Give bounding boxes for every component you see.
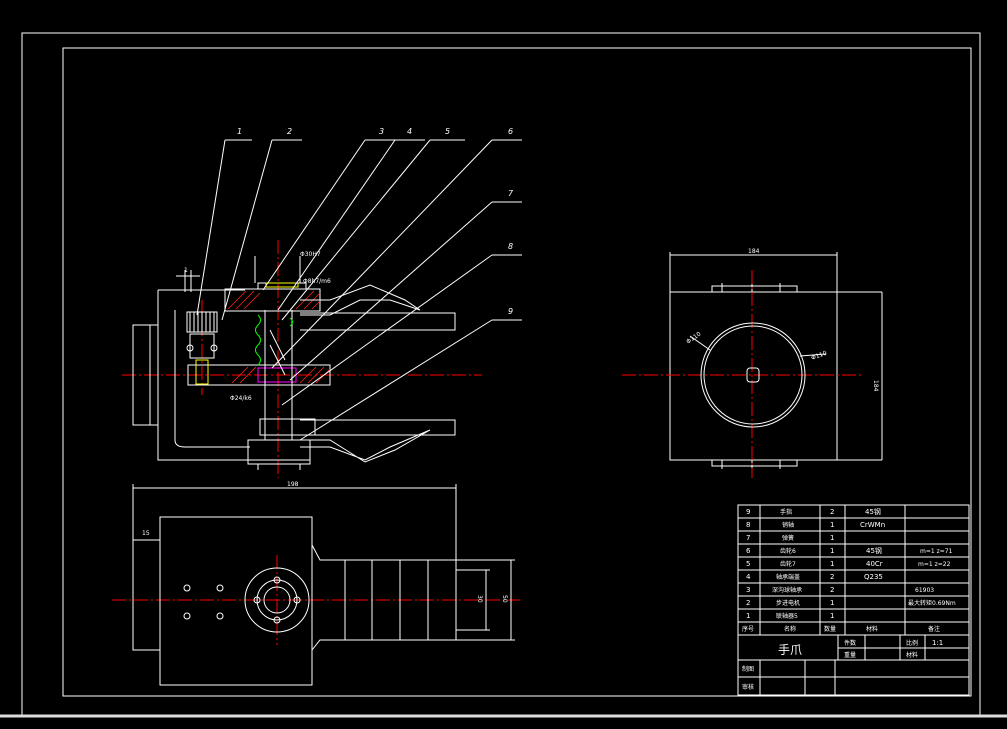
bom-row: 7 弹簧 1: [746, 534, 834, 542]
svg-text:1: 1: [830, 547, 834, 555]
svg-text:6: 6: [746, 547, 751, 555]
scale-label: 比例: [906, 639, 918, 647]
balloon-8: 8: [508, 242, 513, 251]
check-label: 审核: [742, 683, 754, 691]
svg-text:数量: 数量: [824, 625, 836, 633]
drawing-title: 手爪: [778, 643, 802, 657]
bom-row: 1 联轴器5 1: [746, 612, 834, 620]
svg-text:联轴器5: 联轴器5: [776, 612, 798, 620]
svg-text:2: 2: [746, 599, 750, 607]
front-height-label: 184: [872, 380, 879, 392]
svg-text:40Cr: 40Cr: [866, 560, 883, 568]
svg-text:1: 1: [830, 612, 834, 620]
svg-text:材料: 材料: [866, 625, 878, 633]
balloon-1: 1: [237, 127, 242, 136]
left-offset-label: 15: [142, 530, 150, 537]
material-label: 材料: [906, 651, 918, 659]
svg-text:步进电机: 步进电机: [776, 599, 800, 607]
bom-row: 3 深沟球轴承 2 61903: [746, 586, 934, 594]
outer-border: [21, 32, 981, 716]
svg-text:1: 1: [830, 560, 834, 568]
svg-text:手指: 手指: [780, 508, 792, 516]
svg-text:m=1 z=71: m=1 z=71: [920, 548, 953, 555]
bom-header-row: 序号 名称 数量 材料 备注: [742, 625, 940, 633]
svg-text:5: 5: [746, 560, 750, 568]
svg-text:CrWMn: CrWMn: [860, 521, 885, 529]
svg-text:m=1 z=22: m=1 z=22: [918, 561, 951, 568]
title-block: 手爪 件数 重量 比例 材料 1:1 制图 审核: [738, 635, 969, 695]
balloon-4: 4: [407, 127, 412, 136]
svg-text:深沟球轴承: 深沟球轴承: [772, 586, 802, 594]
weight-label: 重量: [844, 651, 856, 659]
inner-border: [62, 47, 972, 697]
svg-text:9: 9: [746, 508, 750, 516]
finger-total-label: 50: [501, 595, 508, 603]
svg-text:45钢: 45钢: [866, 546, 882, 555]
svg-text:45钢: 45钢: [865, 507, 881, 516]
front-width-label: 184: [748, 248, 760, 255]
pitch-dia-label: Φ110: [810, 350, 828, 362]
svg-text:61903: 61903: [915, 587, 934, 594]
svg-text:8: 8: [746, 521, 750, 529]
svg-text:4: 4: [746, 573, 751, 581]
svg-text:2: 2: [830, 586, 834, 594]
svg-text:弹簧: 弹簧: [782, 534, 794, 542]
bom-rows: 9 手指 2 45钢 8 销轴 1 CrWMn 7 弹簧 1 6: [742, 507, 956, 633]
balloon-6: 6: [508, 127, 513, 136]
front-section-view: 1 2 3 4 5 6 7 8 9 Φ30H7 Φ8h7/m6 Φ24/k6 1…: [122, 127, 522, 600]
bom-row: 5 齿轮7 1 40Cr m=1 z=22: [746, 560, 951, 568]
qty-label: 件数: [844, 639, 856, 647]
svg-text:序号: 序号: [742, 625, 754, 633]
svg-text:2: 2: [830, 573, 834, 581]
svg-text:备注: 备注: [928, 625, 940, 633]
svg-text:3: 3: [746, 586, 750, 594]
top-width-label: 198: [287, 481, 299, 488]
balloon-2: 2: [287, 127, 292, 136]
scale-value: 1:1: [932, 639, 943, 647]
balloon-9: 9: [508, 307, 513, 316]
balloon-5: 5: [445, 127, 450, 136]
svg-text:1: 1: [746, 612, 750, 620]
balloon-7: 7: [508, 189, 514, 198]
svg-text:轴承端盖: 轴承端盖: [776, 573, 800, 581]
svg-text:1: 1: [830, 599, 834, 607]
bom-row: 9 手指 2 45钢: [746, 507, 881, 516]
finger-len-label: 30: [476, 595, 483, 603]
balloon-3: 3: [379, 127, 384, 136]
svg-text:最大转矩0.69Nm: 最大转矩0.69Nm: [908, 599, 956, 607]
bore-fit-label: Φ30H7: [300, 251, 321, 258]
bom-table: 9 手指 2 45钢 8 销轴 1 CrWMn 7 弹簧 1 6: [737, 504, 970, 696]
tiny-dim-label: 1: [184, 267, 188, 274]
svg-text:2: 2: [830, 508, 834, 516]
top-view: 15 30 50: [112, 516, 520, 686]
bom-row: 4 轴承端盖 2 Q235: [746, 573, 883, 581]
svg-text:齿轮7: 齿轮7: [780, 560, 796, 568]
svg-text:Q235: Q235: [864, 573, 883, 581]
svg-text:名称: 名称: [784, 625, 796, 633]
side-view: 184 184 Φ110 Φ110: [622, 248, 883, 478]
svg-text:1: 1: [830, 534, 834, 542]
svg-text:1: 1: [830, 521, 834, 529]
svg-text:齿轮6: 齿轮6: [780, 547, 796, 555]
draw-label: 制图: [742, 665, 754, 673]
bom-row: 8 销轴 1 CrWMn: [746, 521, 885, 529]
bom-row: 6 齿轮6 1 45钢 m=1 z=71: [746, 546, 953, 555]
svg-text:7: 7: [746, 534, 750, 542]
svg-text:销轴: 销轴: [782, 521, 794, 529]
bom-row: 2 步进电机 1 最大转矩0.69Nm: [746, 599, 956, 607]
gear-fit-label: Φ24/k6: [230, 395, 252, 402]
shaft-fit-label: Φ8h7/m6: [303, 278, 331, 285]
